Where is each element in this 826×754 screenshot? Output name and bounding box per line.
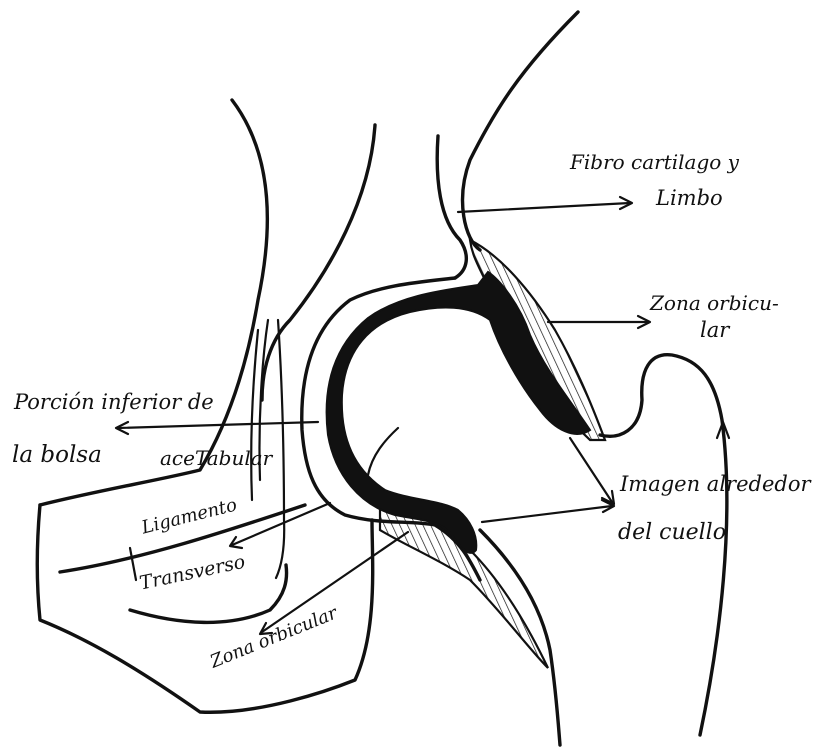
arrow-porcion-inferior <box>116 422 318 434</box>
label-limbo: Limbo <box>656 188 723 209</box>
label-porcion-inferior: Porción inferior de <box>14 392 214 413</box>
label-zona-orbicular-right-1: Zona orbicu- <box>650 293 779 313</box>
joint-space-black <box>327 272 590 553</box>
label-acetabular: aceTabular <box>160 448 272 468</box>
arrow-imagen-upper <box>570 438 614 504</box>
ilium-inner-outline <box>262 125 375 400</box>
arrow-imagen-lower <box>482 500 614 522</box>
ligament-line-2 <box>276 320 284 578</box>
femoral-head-inner-arc <box>368 428 398 475</box>
arrow-zona-orbicular-right <box>548 316 650 328</box>
ligament-line-3 <box>251 330 258 500</box>
labrum-hatched-upper <box>470 240 605 440</box>
femur-upper-outline <box>463 12 578 250</box>
label-la-bolsa: la bolsa <box>12 444 102 467</box>
label-fibro-cartilago: Fibro cartilago y <box>570 152 739 172</box>
arrow-fibro-cartilago <box>458 197 632 212</box>
ligament-bracket <box>130 548 136 580</box>
label-imagen: Imagen alrededor <box>620 474 811 495</box>
label-zona-orbicular-right-2: lar <box>700 320 729 341</box>
label-del-cuello: del cuello <box>618 522 726 544</box>
